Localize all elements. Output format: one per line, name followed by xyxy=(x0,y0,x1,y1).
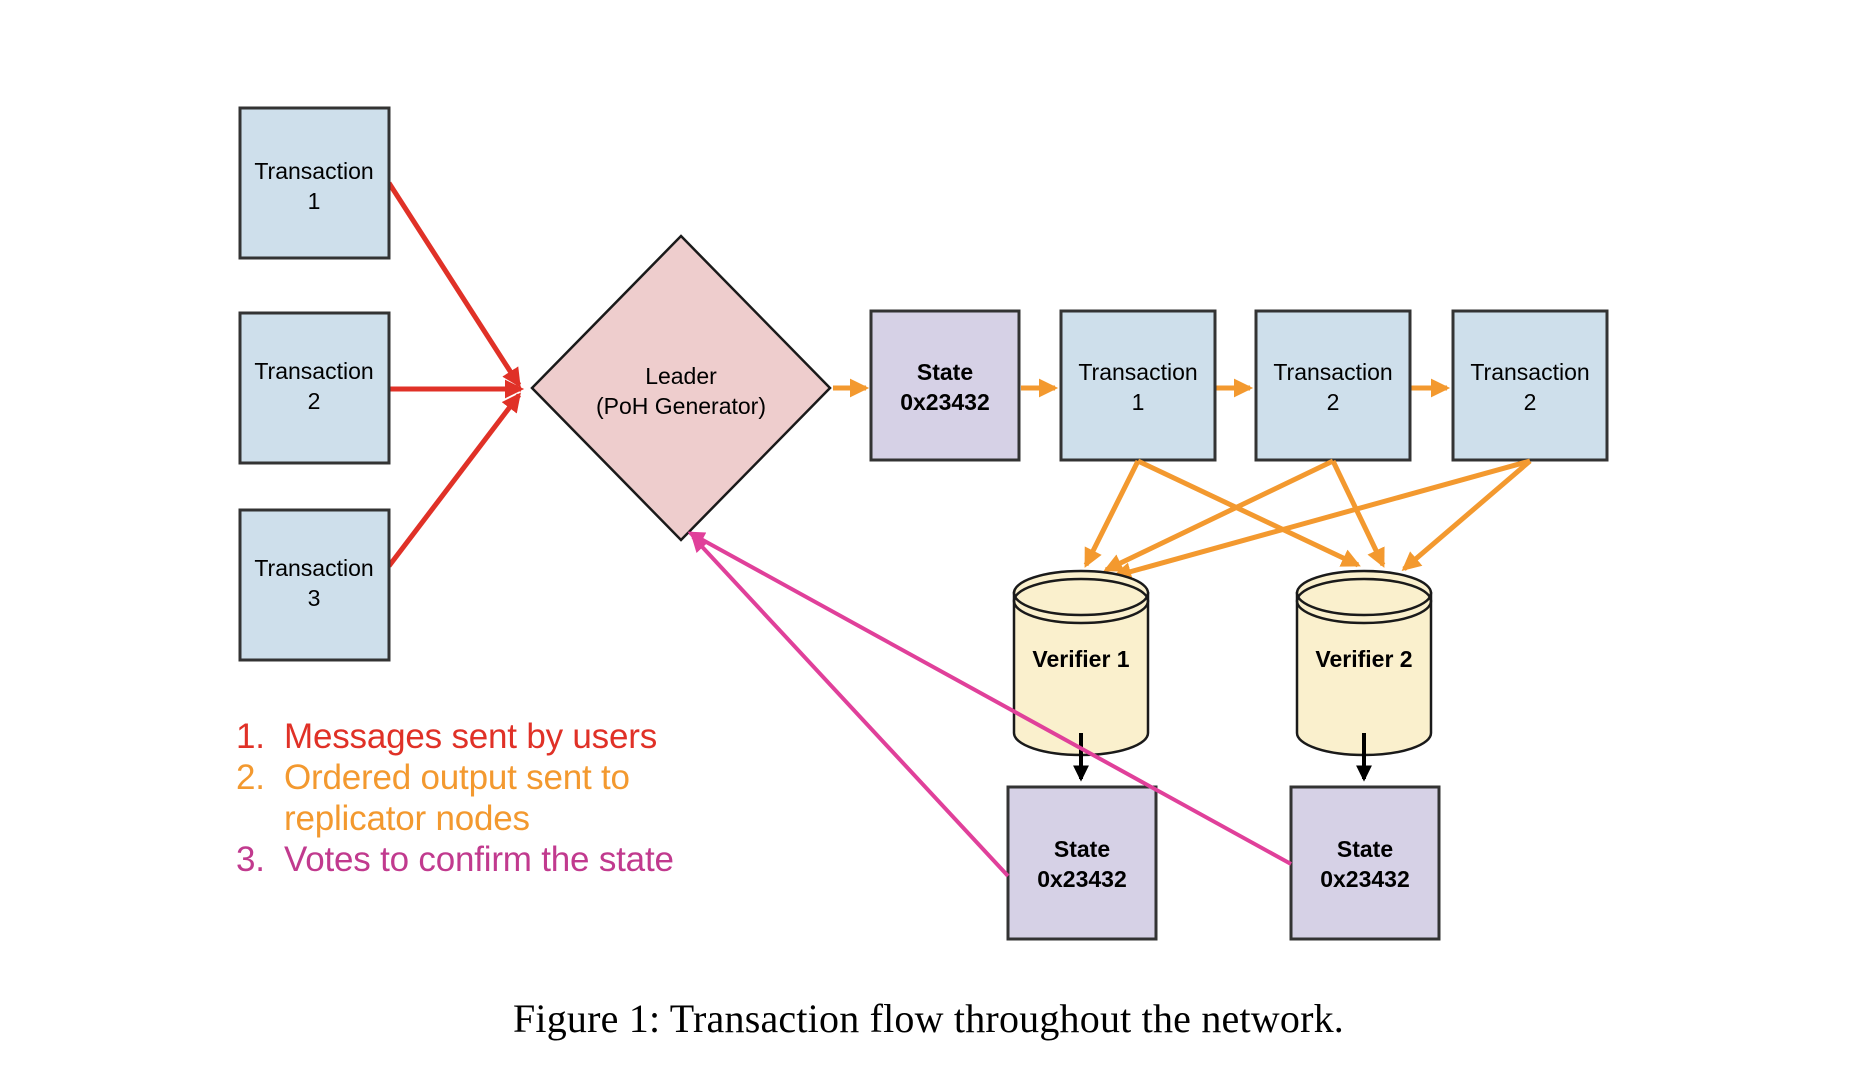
ledger-state-label-line1: State xyxy=(917,359,973,385)
legend-item-ordered-output-label-line2: replicator nodes xyxy=(284,799,530,838)
leader-label-line1: Leader xyxy=(645,363,717,389)
legend-item-messages: 1. Messages sent by users xyxy=(236,716,756,757)
transaction-1-box[interactable] xyxy=(238,106,391,260)
transaction-2-label-line2: 2 xyxy=(308,388,321,414)
legend-item-ordered-output-number: 2. xyxy=(236,758,265,797)
edge-verified-state-1-vote-to-leader xyxy=(691,534,1010,878)
legend-item-messages-number: 1. xyxy=(236,717,265,756)
ledger-entry-2-label-line1: Transaction xyxy=(1273,359,1392,385)
verifier-2-node[interactable]: Verifier 2 xyxy=(1295,569,1433,757)
legend-item-messages-label: Messages sent by users xyxy=(284,717,657,756)
ledger-entry-2-box[interactable] xyxy=(1254,309,1412,462)
verified-state-1-box[interactable] xyxy=(1006,785,1158,941)
verified-state-1-label-line1: State xyxy=(1054,836,1110,862)
verifier-1-node[interactable]: Verifier 1 xyxy=(1012,569,1150,757)
edges-ledger-to-verifiers xyxy=(1083,458,1532,581)
edge-entry-3-to-verifier-1 xyxy=(1111,458,1531,581)
verified-state-1-label-line2: 0x23432 xyxy=(1037,866,1127,892)
transaction-2-box[interactable] xyxy=(238,311,391,465)
leader-label-line2: (PoH Generator) xyxy=(596,393,766,419)
edges-messages-to-leader xyxy=(386,181,525,568)
edge-entry-2-to-verifier-2 xyxy=(1330,459,1386,568)
transaction-3-box[interactable] xyxy=(238,508,391,662)
ledger-state-label-line2: 0x23432 xyxy=(900,389,990,415)
edge-verified-state-2-vote-to-leader xyxy=(687,531,1292,866)
transaction-1-label-line2: 1 xyxy=(308,188,321,214)
verified-state-2-label-line1: State xyxy=(1337,836,1393,862)
edge-entry-3-to-verifier-2 xyxy=(1401,459,1532,572)
transaction-2-label-line1: Transaction xyxy=(254,358,373,384)
edges-verifier-to-state xyxy=(1073,733,1372,782)
input-transaction-nodes: Transaction 1 Transaction 2 Transaction … xyxy=(238,106,391,662)
legend-item-votes-label: Votes to confirm the state xyxy=(284,840,674,879)
verified-state-nodes: State 0x23432 State 0x23432 xyxy=(1006,785,1441,941)
transaction-3-label-line1: Transaction xyxy=(254,555,373,581)
verifier-1-top xyxy=(1012,569,1150,617)
leader-node[interactable]: Leader (PoH Generator) xyxy=(530,234,832,542)
legend-item-ordered-output-continued: replicator nodes xyxy=(236,798,756,839)
legend-item-votes-number: 3. xyxy=(236,840,265,879)
verifier-2-rim xyxy=(1295,577,1433,625)
transaction-1-label-line1: Transaction xyxy=(254,158,373,184)
verified-state-2-box[interactable] xyxy=(1289,785,1441,941)
ledger-entry-3-box[interactable] xyxy=(1451,309,1609,462)
transaction-3-label-line2: 3 xyxy=(308,585,321,611)
ledger-entry-3-label-line2: 2 xyxy=(1524,389,1537,415)
ledger-entry-3-label-line1: Transaction xyxy=(1470,359,1589,385)
ledger-entry-1-label-line2: 1 xyxy=(1132,389,1145,415)
ledger-state-box[interactable] xyxy=(869,309,1021,462)
legend-item-ordered-output-label: Ordered output sent to xyxy=(284,758,630,797)
verifier-1-rim xyxy=(1012,577,1150,625)
ledger-entry-2-label-line2: 2 xyxy=(1327,389,1340,415)
edge-transaction-3-to-leader xyxy=(387,392,521,568)
verifier-2-label: Verifier 2 xyxy=(1315,646,1412,672)
ledger-nodes: State 0x23432 Transaction 1 Transaction … xyxy=(869,309,1609,462)
ledger-entry-1-box[interactable] xyxy=(1059,309,1217,462)
ledger-entry-1-label-line1: Transaction xyxy=(1078,359,1197,385)
leader-diamond-shape[interactable] xyxy=(530,234,832,542)
edge-entry-1-to-verifier-2 xyxy=(1136,458,1361,568)
figure-caption: Figure 1: Transaction flow throughout th… xyxy=(512,996,1345,1041)
verifier-2-body[interactable] xyxy=(1295,591,1433,757)
edge-transaction-1-to-leader xyxy=(386,181,522,388)
verified-state-2-label-line2: 0x23432 xyxy=(1320,866,1410,892)
edge-entry-1-to-verifier-1 xyxy=(1083,459,1141,568)
legend: 1. Messages sent by users 2. Ordered out… xyxy=(236,716,756,880)
verifier-1-label: Verifier 1 xyxy=(1032,646,1129,672)
edges-votes-to-leader xyxy=(687,531,1292,878)
edge-entry-2-to-verifier-1 xyxy=(1103,458,1335,573)
legend-item-votes: 3. Votes to confirm the state xyxy=(236,839,756,880)
legend-item-ordered-output: 2. Ordered output sent to xyxy=(236,757,756,798)
verifier-1-body[interactable] xyxy=(1012,591,1150,757)
verifier-2-top xyxy=(1295,569,1433,617)
